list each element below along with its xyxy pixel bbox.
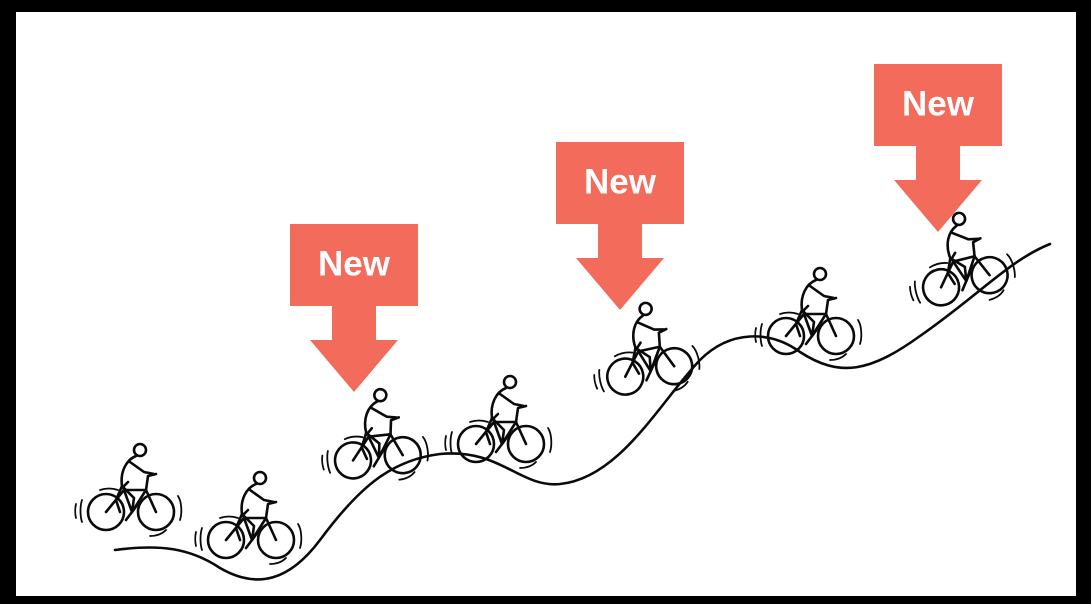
hill-road-curve [113,242,1052,581]
new-callout-2: New [556,142,684,310]
callout-label: New [318,244,391,283]
diagram-canvas: New New New [16,12,1076,596]
cyclist-icon [193,470,303,566]
new-callout-1: New [290,224,418,392]
cyclist-icon [73,442,183,538]
cyclist-icon [443,374,553,470]
callout-label: New [902,84,975,123]
cyclist-icon [314,383,432,489]
cyclists-hills-diagram: New New New [73,64,1052,581]
new-callout-3: New [874,64,1002,232]
cyclist-icon [753,266,863,362]
cyclist-icon [893,201,1022,320]
cyclist-icon [579,293,706,408]
callout-label: New [584,162,657,201]
